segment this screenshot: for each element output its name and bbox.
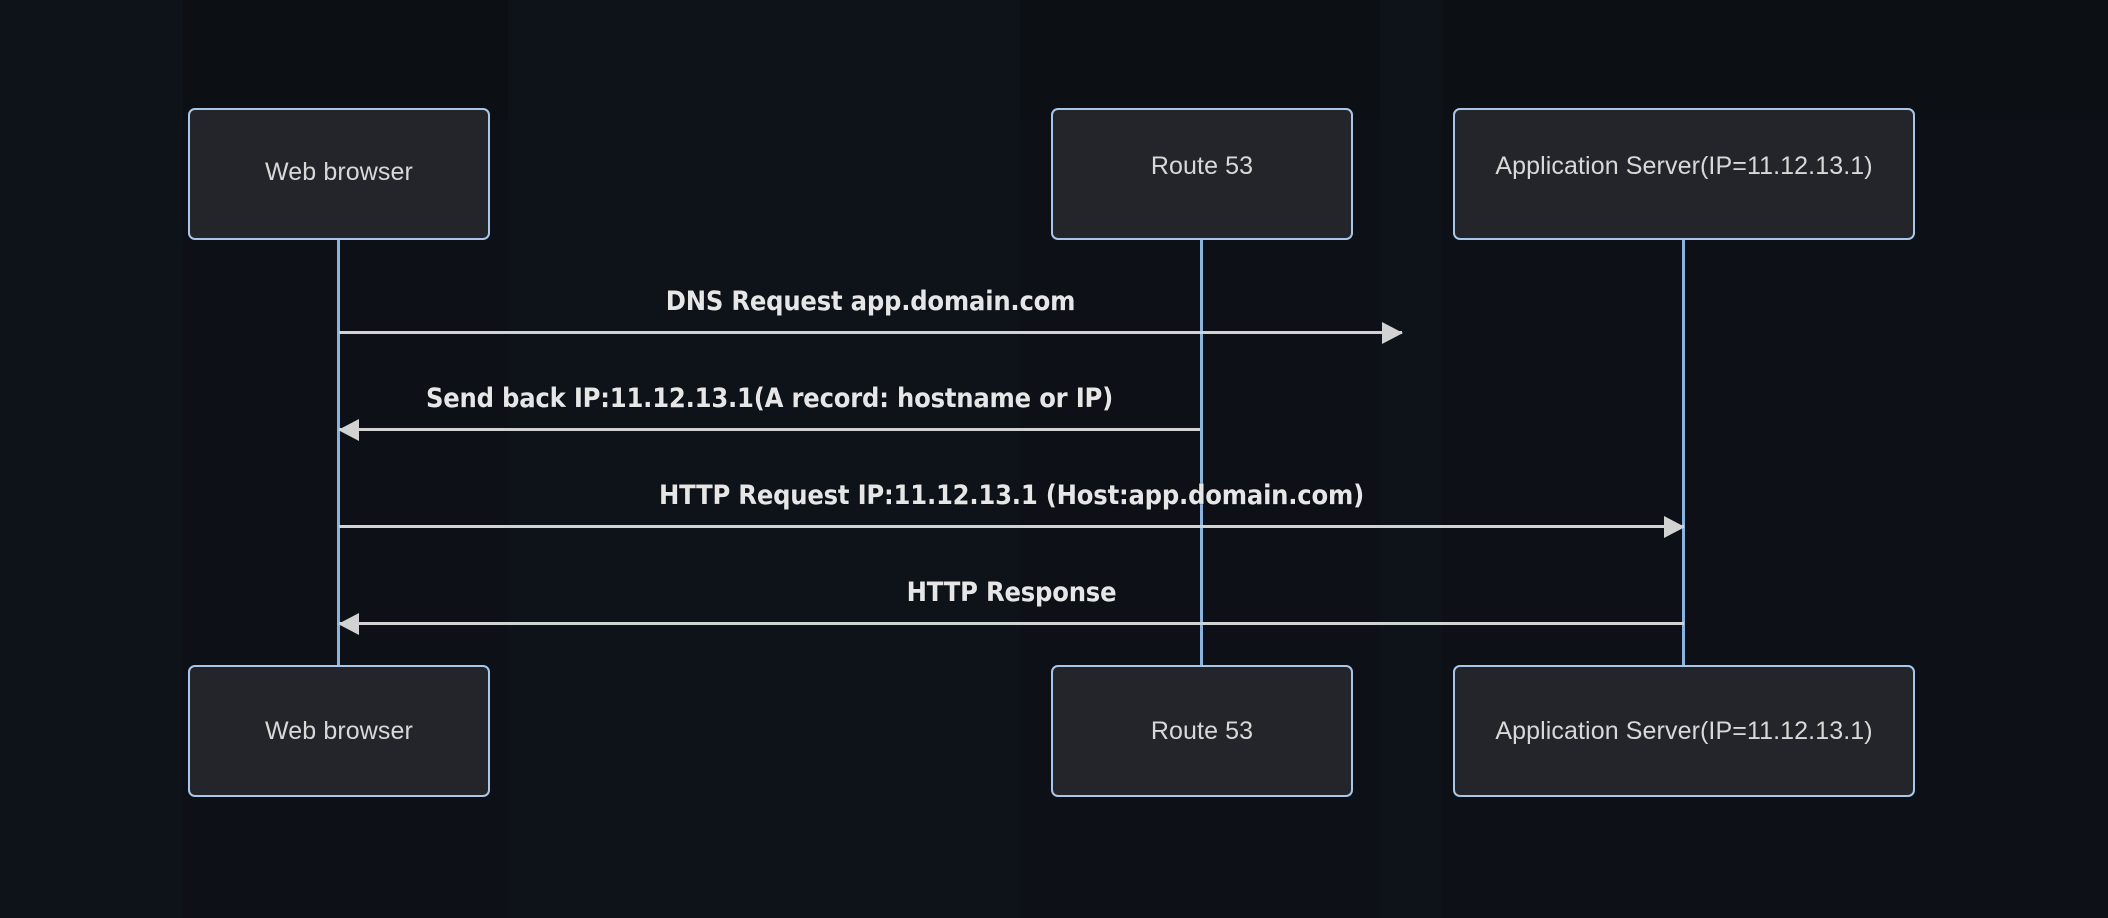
lifeline-application-server <box>1682 240 1685 665</box>
message-label: Send back IP:11.12.13.1(A record: hostna… <box>425 383 1114 414</box>
participant-label: Web browser <box>265 716 413 745</box>
participant-web-browser-bottom[interactable]: Web browser <box>188 665 490 797</box>
message-line <box>339 525 1684 528</box>
background-upper-band <box>0 0 2108 120</box>
arrowhead-right-icon <box>1382 322 1403 344</box>
message-label: HTTP Response <box>906 577 1117 608</box>
participant-application-server-top[interactable]: Application Server(IP=11.12.13.1) <box>1453 108 1915 240</box>
message-line <box>339 428 1200 431</box>
participant-label: Application Server(IP=11.12.13.1) <box>1495 716 1873 745</box>
participant-label: Route 53 <box>1150 716 1254 745</box>
participant-route-53-bottom[interactable]: Route 53 <box>1051 665 1353 797</box>
participant-label: Application Server(IP=11.12.13.1) <box>1495 151 1873 180</box>
message-label: HTTP Request IP:11.12.13.1 (Host:app.dom… <box>658 480 1365 511</box>
background-band-right <box>1380 0 1442 918</box>
lifeline-route-53 <box>1200 240 1203 665</box>
lifeline-web-browser <box>337 240 340 665</box>
message-line <box>339 622 1684 625</box>
arrowhead-left-icon <box>338 419 359 441</box>
participant-label: Web browser <box>265 157 413 186</box>
background-band-left <box>0 0 183 918</box>
arrowhead-right-icon <box>1664 516 1685 538</box>
arrowhead-left-icon <box>338 613 359 635</box>
participant-route-53-top[interactable]: Route 53 <box>1051 108 1353 240</box>
message-label: DNS Request app.domain.com <box>665 286 1076 317</box>
message-line <box>339 331 1402 334</box>
participant-web-browser-top[interactable]: Web browser <box>188 108 490 240</box>
background-band-center <box>508 0 1020 918</box>
participant-label: Route 53 <box>1150 151 1254 180</box>
participant-application-server-bottom[interactable]: Application Server(IP=11.12.13.1) <box>1453 665 1915 797</box>
